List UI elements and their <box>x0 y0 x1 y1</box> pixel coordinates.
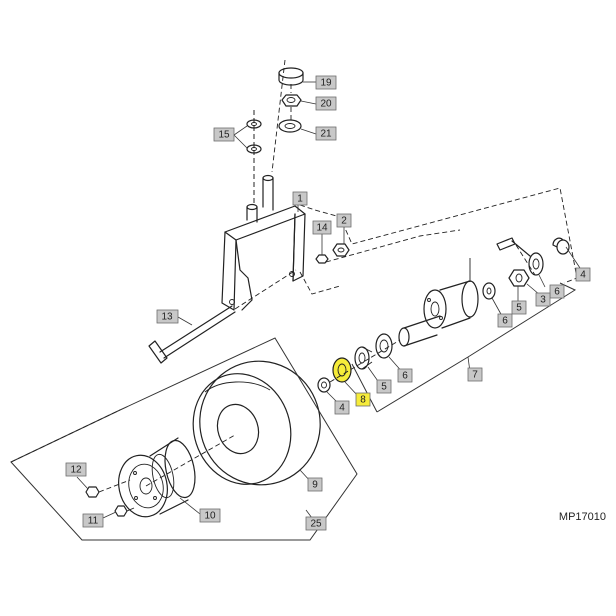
callout-5-right: 5 <box>511 300 527 315</box>
callout-14: 14 <box>312 220 332 235</box>
part-11-wheel-bolt <box>114 505 135 517</box>
svg-text:19: 19 <box>320 78 332 89</box>
part-6-spacer-center <box>482 282 496 300</box>
svg-text:9: 9 <box>312 480 318 491</box>
callout-3: 3 <box>535 292 551 307</box>
hub-group-outline <box>351 282 577 413</box>
callout-19: 19 <box>315 75 337 90</box>
svg-text:4: 4 <box>339 403 345 414</box>
callout-11: 11 <box>82 513 104 528</box>
part-10-rim <box>118 437 196 518</box>
part-7-spindle-hub <box>398 258 479 347</box>
callout-25: 25 <box>305 516 327 531</box>
part-3-bolt <box>496 237 536 276</box>
svg-text:4: 4 <box>580 270 586 281</box>
callout-4-left: 4 <box>334 400 350 415</box>
callout-20: 20 <box>315 96 337 111</box>
callout-6-left: 6 <box>397 368 413 383</box>
svg-text:8: 8 <box>360 395 366 406</box>
svg-text:6: 6 <box>402 371 408 382</box>
svg-text:3: 3 <box>540 295 546 306</box>
part-5-bearing-cone-left <box>354 346 373 370</box>
drawing-id-label: MP17010 <box>559 511 606 523</box>
callout-7: 7 <box>467 367 483 382</box>
callout-15: 15 <box>213 127 235 142</box>
callout-10: 10 <box>199 508 221 523</box>
part-20-nut <box>281 94 302 107</box>
svg-text:2: 2 <box>341 216 347 227</box>
svg-text:20: 20 <box>320 99 332 110</box>
part-13-axle-bolt <box>148 269 297 364</box>
callout-8-highlighted: 8 <box>355 392 371 407</box>
part-4-cap-right <box>552 237 570 255</box>
part-5-nut-right <box>508 269 530 287</box>
part-4-seal-left <box>317 377 331 393</box>
part-2-nut <box>332 243 350 257</box>
svg-text:11: 11 <box>88 516 99 527</box>
svg-text:13: 13 <box>161 312 173 323</box>
svg-text:15: 15 <box>218 130 230 141</box>
svg-text:1: 1 <box>297 194 303 205</box>
callout-5-left: 5 <box>376 379 392 394</box>
part-6-bearing-right <box>528 252 544 276</box>
svg-text:12: 12 <box>70 465 82 476</box>
callout-leaders <box>76 81 581 523</box>
callout-6-center: 6 <box>497 313 513 328</box>
part-6-bearing-cup-left <box>375 333 393 359</box>
callout-6-right: 6 <box>549 284 565 299</box>
callout-13: 13 <box>156 309 179 324</box>
svg-text:25: 25 <box>310 519 322 530</box>
callout-21: 21 <box>315 126 337 141</box>
part-1-caster-fork <box>221 174 306 311</box>
callout-9: 9 <box>307 477 323 492</box>
svg-text:14: 14 <box>316 223 328 234</box>
svg-text:5: 5 <box>381 382 387 393</box>
svg-text:7: 7 <box>472 370 478 381</box>
svg-text:10: 10 <box>204 511 216 522</box>
part-21-washer <box>278 119 302 133</box>
callout-12: 12 <box>65 462 87 477</box>
part-8-highlighted-bearing <box>332 357 352 383</box>
svg-text:21: 21 <box>320 129 332 140</box>
part-19-bushing <box>278 67 304 86</box>
wheel-group-outline <box>10 337 358 541</box>
svg-text:6: 6 <box>554 287 560 298</box>
svg-text:5: 5 <box>516 303 522 314</box>
callout-2: 2 <box>336 213 352 228</box>
callout-4-right: 4 <box>575 267 591 282</box>
callout-1: 1 <box>292 191 308 206</box>
part-14-nut <box>315 254 329 264</box>
svg-text:6: 6 <box>502 316 508 327</box>
part-9-tire <box>192 360 321 486</box>
